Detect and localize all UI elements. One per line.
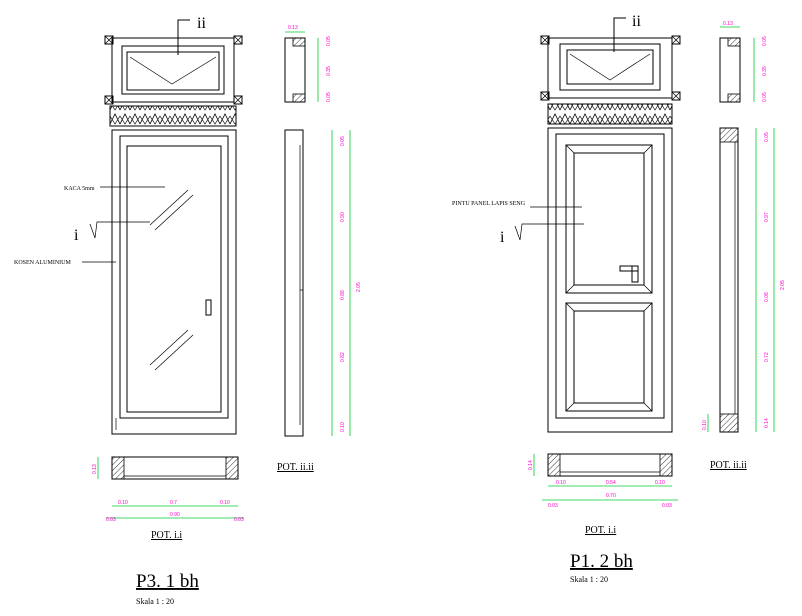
left-dim-plan-2: 0.7 — [170, 500, 177, 506]
right-type-title: P1. 2 bh — [570, 551, 633, 572]
left-cut-mark-side-label: i — [74, 227, 79, 244]
right-dim-plan-3: 0.10 — [655, 480, 665, 486]
right-transom-swing-mark — [569, 53, 651, 81]
left-transom-swing-mark — [129, 56, 217, 85]
left-dim-plan-6: 0.03 — [234, 517, 244, 523]
right-dim-side-10: 0.10 — [702, 420, 708, 430]
left-door-glass — [126, 145, 222, 413]
right-transom-inner — [559, 43, 661, 91]
right-ornament-band — [547, 103, 673, 125]
right-door-handle — [619, 265, 639, 283]
right-dim-side-3: 0.05 — [762, 92, 768, 102]
right-plan-section: 0.14 0.10 0.54 0.10 0.03 0.70 0.03 POT. … — [528, 453, 678, 536]
left-dim-plan-4: 0.03 — [106, 517, 116, 523]
right-dim-side-0: 0.13 — [723, 21, 733, 27]
left-dim-plan-5: 0.90 — [170, 512, 180, 518]
right-dim-side-5: 0.97 — [764, 212, 770, 222]
right-transom-corners — [540, 35, 681, 101]
right-dim-side-4: 0.05 — [764, 132, 770, 142]
right-transom-frame — [547, 37, 673, 99]
right-cut-mark-top — [613, 17, 626, 52]
left-side-section-title: POT. ii.ii — [277, 462, 314, 473]
right-transom-glass — [566, 49, 654, 85]
right-cut-mark-side-label: i — [500, 229, 505, 246]
left-door-handle — [205, 299, 212, 316]
right-door-upper-panel-inner — [573, 152, 645, 286]
right-door-frame — [547, 127, 673, 433]
left-transom-frame — [111, 37, 235, 103]
left-dim-side-8: 0.10 — [340, 422, 346, 432]
right-dim-plan-2: 0.54 — [606, 480, 616, 486]
left-dim-side-5: 0.90 — [340, 212, 346, 222]
left-plan-section: 0.13 0.10 0.7 0.10 0.03 0.90 0.03 POT. i… — [92, 456, 244, 541]
left-plan-section-title: POT. i.i — [151, 530, 182, 541]
right-side-section: 0.13 0.05 0.35 0.05 0.05 0.97 0.08 0.72 … — [702, 21, 786, 471]
left-dim-side-6: 0.88 — [340, 290, 346, 300]
left-side-section: 0.13 0.05 0.35 0.05 0.05 0.90 0.88 0.82 … — [277, 25, 362, 473]
left-ornament-band — [109, 105, 237, 127]
left-cut-mark-side — [89, 221, 150, 239]
right-dim-plan-0: 0.14 — [528, 460, 534, 470]
left-glass-reflection-marks — [149, 189, 194, 371]
left-door-leaf — [119, 135, 229, 419]
right-side-section-title: POT. ii.ii — [710, 460, 747, 471]
right-dim-plan-6: 0.03 — [662, 503, 672, 509]
right-cut-mark-side — [514, 223, 584, 241]
right-door-lower-panel — [565, 302, 653, 412]
right-dim-side-6: 0.08 — [764, 292, 770, 302]
right-dim-plan-5: 0.70 — [606, 493, 616, 499]
left-transom-glass — [126, 51, 220, 91]
left-dim-plan-3: 0.10 — [220, 500, 230, 506]
left-dim-side-0: 0.13 — [288, 25, 298, 31]
left-door-elevation: ii i KACA 5mm KOSEN ALUMINIUM — [14, 15, 243, 435]
right-door-leaf — [555, 133, 665, 419]
right-dim-side-9: 2.05 — [780, 280, 786, 290]
left-dim-plan-1: 0.10 — [118, 500, 128, 506]
left-dim-side-9: 2.05 — [356, 282, 362, 292]
right-door-lower-panel-inner — [573, 310, 645, 404]
left-dim-side-2: 0.35 — [326, 66, 332, 76]
left-transom-corners — [104, 35, 243, 105]
left-label-frame: KOSEN ALUMINIUM — [14, 260, 71, 266]
left-transom-inner — [121, 45, 225, 95]
left-cut-mark-top-label: ii — [197, 15, 206, 32]
right-label-panel: PINTU PANEL LAPIS SENG — [452, 201, 526, 207]
right-dim-plan-4: 0.03 — [548, 503, 558, 509]
left-scale: Skala 1 : 20 — [136, 597, 174, 606]
right-dim-side-2: 0.35 — [762, 66, 768, 76]
left-dim-side-3: 0.05 — [326, 92, 332, 102]
right-dim-side-8: 0.14 — [764, 418, 770, 428]
left-type-title: P3. 1 bh — [136, 571, 199, 592]
left-dim-side-7: 0.82 — [340, 352, 346, 362]
right-plan-section-title: POT. i.i — [585, 525, 616, 536]
right-door-elevation: ii i PINTU PANEL LAPIS SENG — [452, 13, 681, 433]
right-door-upper-panel — [565, 144, 653, 294]
right-dim-side-1: 0.05 — [762, 36, 768, 46]
right-dim-side-7: 0.72 — [764, 352, 770, 362]
left-dim-side-4: 0.05 — [340, 136, 346, 146]
right-dim-plan-1: 0.10 — [556, 480, 566, 486]
right-scale: Skala 1 : 20 — [570, 575, 608, 584]
left-door-frame — [111, 129, 237, 435]
left-dim-plan-0: 0.13 — [92, 464, 98, 474]
left-dim-side-1: 0.05 — [326, 36, 332, 46]
left-cut-mark-top — [177, 19, 190, 55]
right-cut-mark-top-label: ii — [632, 13, 641, 30]
left-label-glass: KACA 5mm — [64, 186, 95, 192]
